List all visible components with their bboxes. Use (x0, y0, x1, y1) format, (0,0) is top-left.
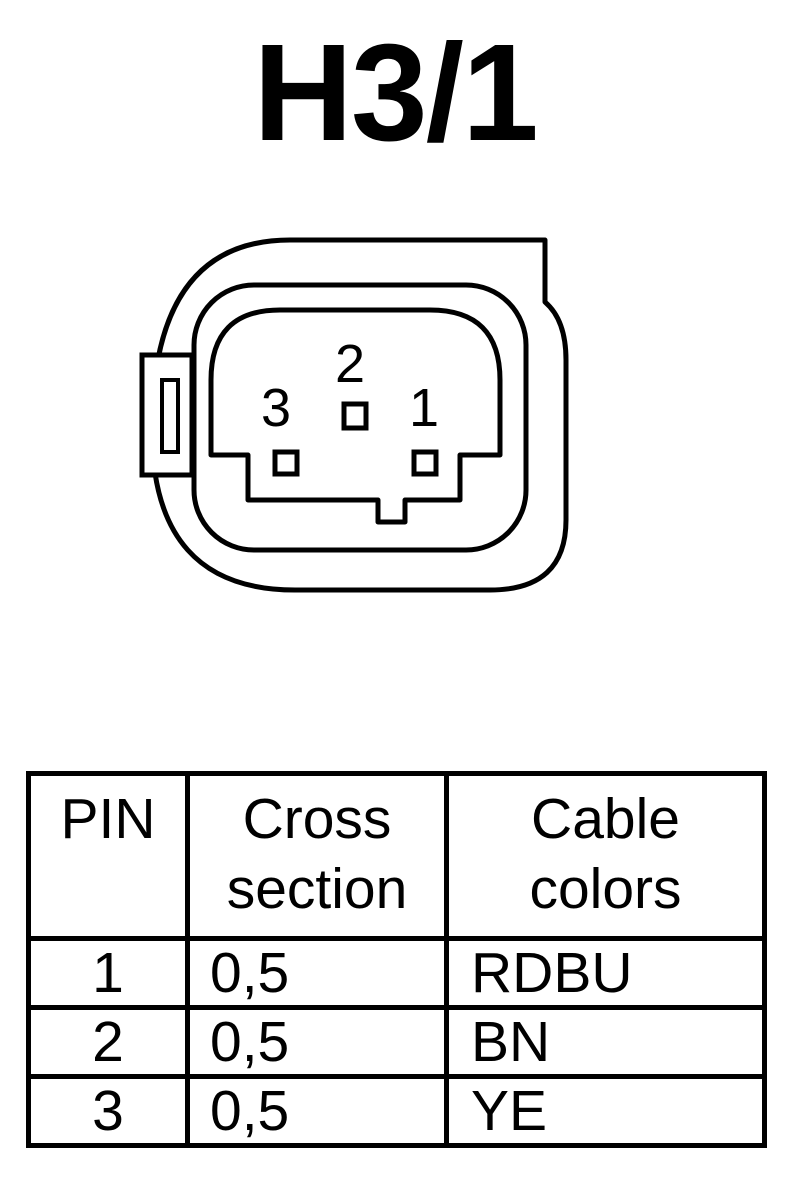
pin-3-label: 3 (261, 378, 291, 438)
header-pin: PIN (26, 771, 190, 941)
connector-latch-slot (160, 378, 180, 454)
cell-cross-section: 0,5 (185, 936, 449, 1010)
table-row: 3 0,5 YE (26, 1074, 767, 1148)
table-row: 2 0,5 BN (26, 1005, 767, 1079)
pin-2-contact (341, 401, 369, 431)
pin-assignment-table: PIN Cross section Cable colors 1 0,5 RDB… (26, 771, 767, 1148)
cell-cable-color: BN (444, 1005, 767, 1079)
cell-cable-color: YE (444, 1074, 767, 1148)
connector-diagram: 2 3 1 (139, 237, 569, 593)
pin-1-label: 1 (409, 378, 439, 438)
connector-pin-cavity (208, 307, 503, 525)
cell-pin: 2 (26, 1005, 190, 1079)
header-cable-colors: Cable colors (444, 771, 767, 941)
header-cross-section: Cross section (185, 771, 449, 941)
pin-3-contact (272, 449, 300, 477)
cell-pin: 1 (26, 936, 190, 1010)
connector-outer-housing (149, 237, 569, 593)
table-row: 1 0,5 RDBU (26, 936, 767, 1010)
table-header-row: PIN Cross section Cable colors (26, 771, 767, 941)
cell-cable-color: RDBU (444, 936, 767, 1010)
pin-1-contact (411, 449, 439, 477)
pin-2-label: 2 (335, 334, 365, 394)
connector-latch-tab (139, 352, 195, 478)
cell-cross-section: 0,5 (185, 1074, 449, 1148)
cell-pin: 3 (26, 1074, 190, 1148)
cell-cross-section: 0,5 (185, 1005, 449, 1079)
connector-title: H3/1 (253, 16, 539, 170)
